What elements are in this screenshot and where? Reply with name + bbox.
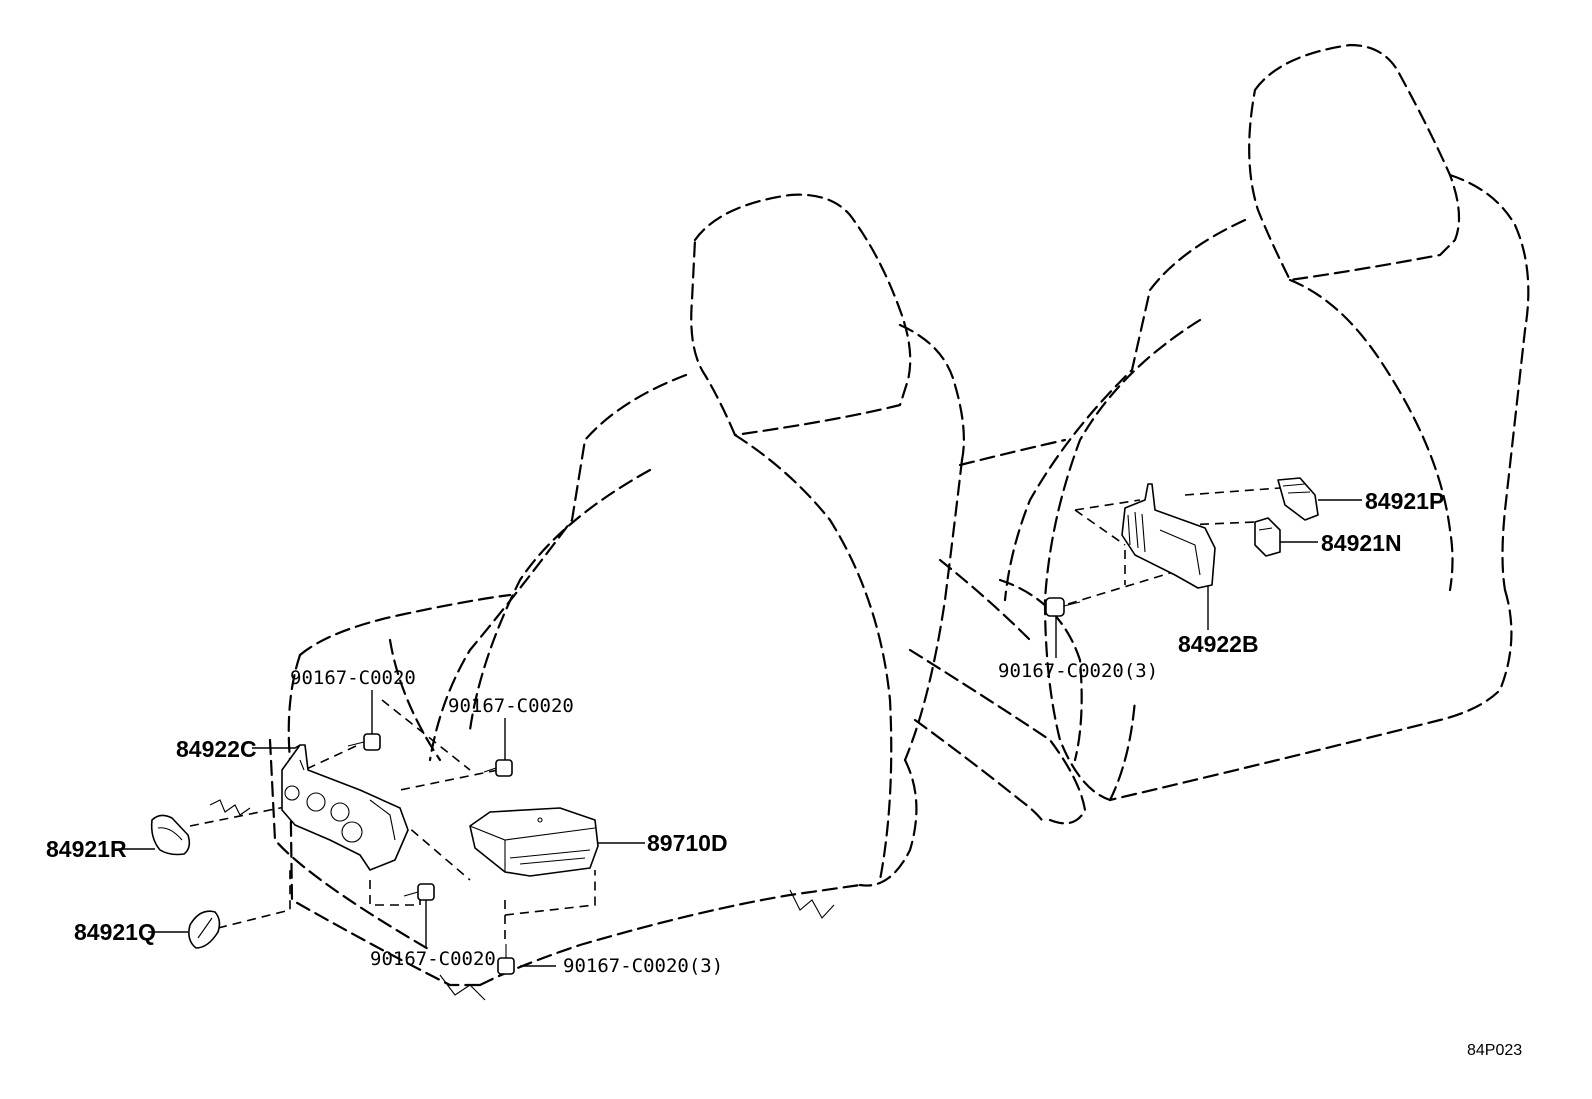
rear-seat-backrest: [1003, 218, 1247, 602]
callout-bolt-upper-left: 90167-C0020: [290, 667, 416, 689]
switch-84921n: [1254, 517, 1281, 557]
callout-bracket-right: 84922B: [1178, 631, 1259, 657]
callout-module: 89710D: [647, 830, 728, 856]
bolt-right: [1045, 597, 1081, 617]
bolt-lower-mid: [497, 944, 515, 975]
callout-switch-p: 84921P: [1365, 488, 1444, 514]
front-seat-cushion: [298, 593, 512, 657]
callout-bolt-right: 90167-C0020(3): [998, 660, 1158, 682]
front-seat-headrest: [690, 193, 912, 437]
front-seat-outline: [268, 193, 965, 1001]
callout-bracket-left: 84922C: [176, 736, 257, 762]
callout-bolt-lower-left: 90167-C0020: [370, 948, 496, 970]
reference-code: 84P023: [1467, 1042, 1522, 1059]
callout-switch-n: 84921N: [1321, 530, 1402, 556]
callout-bolt-lower-mid: 90167-C0020(3): [563, 955, 723, 977]
callout-labels: 90167-C0020 90167-C0020 84922C 84921R 84…: [46, 488, 1522, 1059]
bracket-84922c: [209, 744, 409, 871]
callout-knob-r: 84921R: [46, 836, 127, 862]
callout-knob-q: 84921Q: [74, 919, 156, 945]
callout-bolt-upper-mid: 90167-C0020: [448, 695, 574, 717]
knob-84921q: [188, 910, 221, 949]
bolt-upper-mid: [483, 759, 513, 777]
bracket-84922b: [1121, 483, 1216, 589]
bolt-upper-left: [347, 733, 381, 751]
front-seat-backrest: [428, 373, 688, 762]
rear-seat-outline: [908, 43, 1530, 827]
bolt-lower-left: [403, 883, 435, 901]
knob-84921r: [150, 814, 191, 856]
module-89710d: [469, 807, 599, 877]
switch-84921p: [1277, 477, 1319, 521]
rear-seat-headrest: [1248, 43, 1461, 282]
